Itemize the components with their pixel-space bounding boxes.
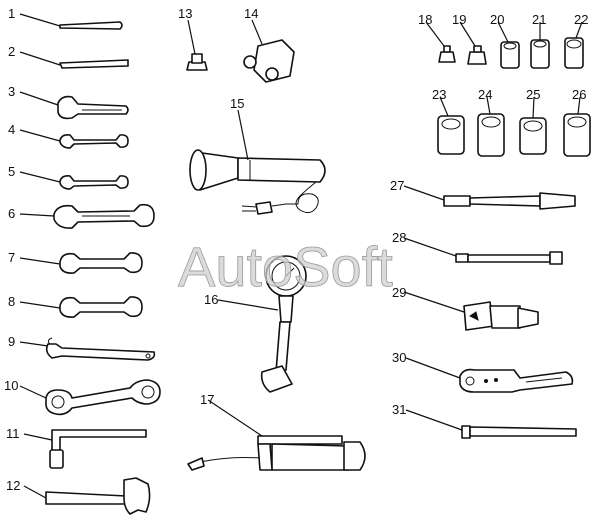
label-9: 9 [8,334,15,349]
nut-adapter [186,53,208,71]
label-30: 30 [392,350,406,365]
socket-21 [530,39,550,69]
extension-rod [455,251,563,265]
label-20: 20 [490,12,504,27]
label-8: 8 [8,294,15,309]
label-17: 17 [200,392,214,407]
label-24: 24 [478,87,492,102]
open-end-wrench-large-2 [59,252,143,274]
hook-spanner [45,337,156,361]
label-21: 21 [532,12,546,27]
label-26: 26 [572,87,586,102]
socket-22 [564,37,584,69]
punch-tool [59,21,123,30]
open-end-wrench-large-1 [53,203,155,229]
ratchet-handle [459,368,574,393]
open-end-wrench-small-1 [59,134,129,149]
label-15: 15 [230,96,244,111]
screwdriver-blade [59,59,129,69]
label-22: 22 [574,12,588,27]
socket-23 [437,115,465,155]
label-29: 29 [392,285,406,300]
socket-25 [519,117,547,155]
label-25: 25 [526,87,540,102]
socket-24 [477,113,505,157]
grease-gun [187,435,366,471]
tommy-bar [461,425,577,439]
label-7: 7 [8,250,15,265]
label-16: 16 [204,292,218,307]
hammer [45,477,151,515]
label-3: 3 [8,84,15,99]
label-13: 13 [178,6,192,21]
label-2: 2 [8,44,15,59]
leader-lines [19,13,583,499]
label-4: 4 [8,122,15,137]
label-1: 1 [8,6,15,21]
label-19: 19 [452,12,466,27]
open-end-wrench-small-2 [59,175,129,190]
label-6: 6 [8,206,15,221]
socket-26 [563,113,591,157]
label-11: 11 [6,426,20,441]
watermark-text: AutoSoft [178,235,393,298]
label-31: 31 [392,402,406,417]
hex-socket-block [243,39,295,83]
label-18: 18 [418,12,432,27]
tire-pressure-gauge [260,255,307,393]
socket-19 [467,45,487,65]
adjustable-wrench [57,95,129,120]
label-27: 27 [390,178,404,193]
open-end-wrench-large-3 [59,296,143,318]
inspection-lamp [189,149,326,215]
extension-bar [443,192,576,210]
label-5: 5 [8,164,15,179]
socket-20 [500,41,520,69]
socket-18 [438,45,456,63]
universal-joint [463,301,539,331]
label-28: 28 [392,230,406,245]
l-socket-wrench [49,429,147,469]
part-numbers: 1 2 3 4 5 6 7 8 9 10 11 12 13 14 15 16 1… [4,6,588,493]
label-10: 10 [4,378,18,393]
box-wrench [45,379,161,416]
label-23: 23 [432,87,446,102]
label-14: 14 [244,6,258,21]
label-12: 12 [6,478,20,493]
